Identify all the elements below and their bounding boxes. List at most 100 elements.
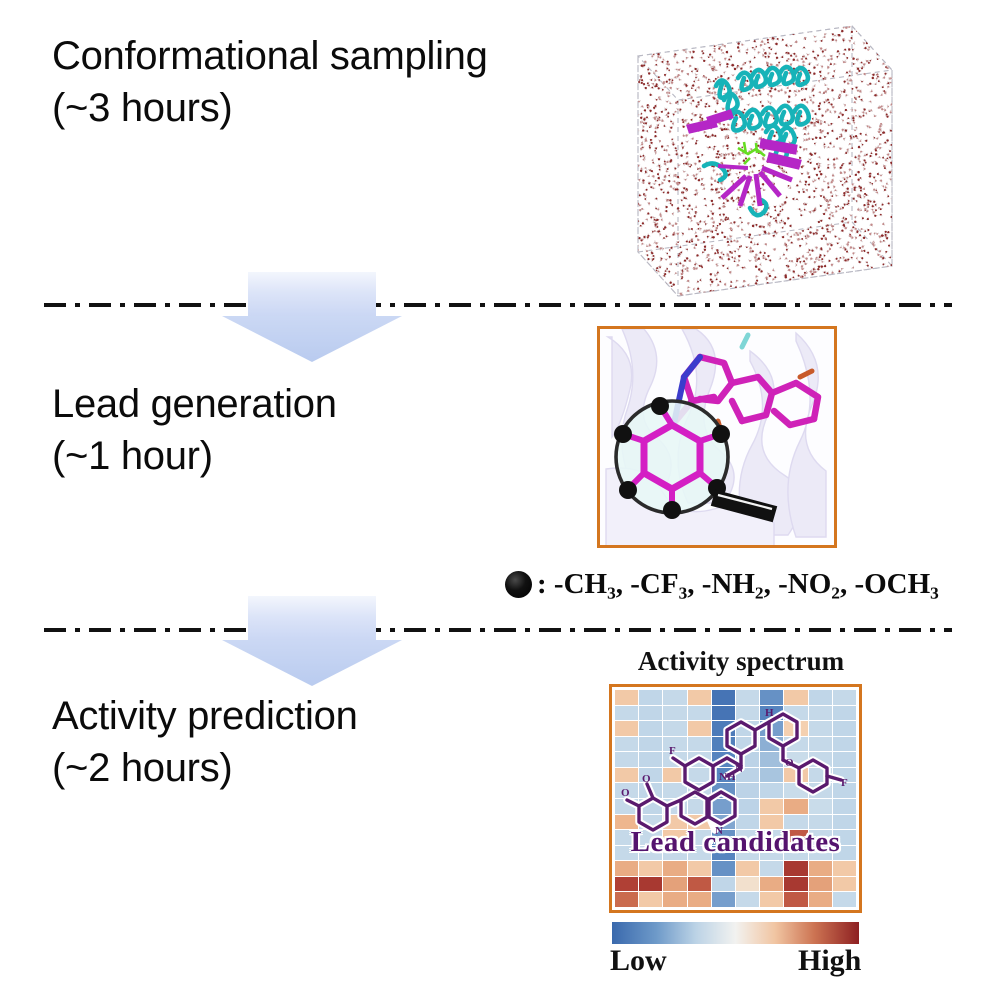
heatmap-cell xyxy=(736,845,760,861)
heatmap-cell xyxy=(711,705,735,721)
heatmap-cell xyxy=(615,876,639,892)
heatmap-cell xyxy=(711,892,735,907)
stage-label-lead-generation: Lead generation (~1 hour) xyxy=(52,382,337,478)
heatmap-cell xyxy=(639,845,663,861)
molecular-dynamics-box-panel xyxy=(620,8,910,298)
heatmap-cell xyxy=(687,798,711,814)
heatmap-cell xyxy=(687,861,711,876)
heatmap-cell xyxy=(615,861,639,876)
activity-heatmap-frame xyxy=(609,684,862,913)
heatmap-cell xyxy=(687,876,711,892)
heatmap-cell xyxy=(639,892,663,907)
heatmap-cell xyxy=(639,830,663,845)
heatmap-cell xyxy=(711,830,735,845)
heatmap-cell xyxy=(663,736,687,752)
arrow-head xyxy=(222,640,402,686)
heatmap-cell xyxy=(808,690,832,705)
heatmap-cell xyxy=(832,814,856,830)
arrow-shaft xyxy=(248,272,376,318)
heatmap-cell xyxy=(784,736,808,752)
heatmap-cell xyxy=(784,830,808,845)
heatmap-cell xyxy=(663,830,687,845)
heatmap-cell xyxy=(663,783,687,798)
heatmap-cell xyxy=(808,845,832,861)
colorbar-high-label: High xyxy=(798,944,862,977)
heatmap-cell xyxy=(832,705,856,721)
activity-heatmap-grid xyxy=(615,690,856,907)
heatmap-cell xyxy=(711,690,735,705)
heatmap-cell xyxy=(832,861,856,876)
arrow-shaft xyxy=(248,596,376,642)
heatmap-cell xyxy=(808,892,832,907)
md-simulation-svg xyxy=(636,25,894,297)
heatmap-cell xyxy=(639,861,663,876)
stage-label-conformational-sampling: Conformational sampling (~3 hours) xyxy=(52,34,488,130)
heatmap-cell xyxy=(736,861,760,876)
water-molecules xyxy=(638,26,892,296)
heatmap-cell xyxy=(639,690,663,705)
heatmap-cell xyxy=(760,861,784,876)
workflow-arrow-2 xyxy=(222,596,402,686)
heatmap-cell xyxy=(760,705,784,721)
lead-generation-panel xyxy=(597,326,837,548)
heatmap-cell xyxy=(760,783,784,798)
heatmap-cell xyxy=(832,892,856,907)
heatmap-cell xyxy=(687,767,711,783)
activity-spectrum-title: Activity spectrum xyxy=(637,646,845,676)
heatmap-cell xyxy=(687,783,711,798)
heatmap-cell xyxy=(711,721,735,736)
beta-sheets xyxy=(686,109,802,207)
divider-line-2 xyxy=(44,628,952,632)
heatmap-cell xyxy=(711,783,735,798)
magnifier-handle xyxy=(710,489,778,523)
heatmap-cell xyxy=(639,736,663,752)
heatmap-cell xyxy=(784,845,808,861)
substituent-legend: : -CH₃, -CF₃, -NH₂, -NO₂, -OCH₃ xyxy=(505,568,939,601)
heatmap-cell xyxy=(808,752,832,767)
heatmap-cell xyxy=(784,752,808,767)
heatmap-cell xyxy=(639,705,663,721)
heatmap-cell xyxy=(760,798,784,814)
heatmap-cell xyxy=(615,830,639,845)
heatmap-cell xyxy=(687,830,711,845)
heatmap-cell xyxy=(687,690,711,705)
heatmap-cell xyxy=(639,798,663,814)
filled-circle-icon xyxy=(505,571,532,598)
heatmap-cell xyxy=(784,690,808,705)
heatmap-cell xyxy=(760,736,784,752)
heatmap-cell xyxy=(784,705,808,721)
heatmap-cell xyxy=(687,845,711,861)
heatmap-cell xyxy=(808,736,832,752)
heatmap-cell xyxy=(687,736,711,752)
heatmap-cell xyxy=(615,798,639,814)
heatmap-cell xyxy=(711,798,735,814)
heatmap-cell xyxy=(663,752,687,767)
heatmap-cell xyxy=(736,752,760,767)
heatmap-cell xyxy=(760,690,784,705)
magnifier-lens xyxy=(614,397,778,523)
heatmap-cell xyxy=(639,721,663,736)
heatmap-cell xyxy=(832,783,856,798)
heatmap-cell xyxy=(639,767,663,783)
heatmap-cell xyxy=(736,892,760,907)
heatmap-cell xyxy=(687,705,711,721)
heatmap-cell xyxy=(615,752,639,767)
heatmap-cell xyxy=(808,830,832,845)
heatmap-cell xyxy=(639,752,663,767)
heatmap-cell xyxy=(808,705,832,721)
arrow-head xyxy=(222,316,402,362)
heatmap-cell xyxy=(736,830,760,845)
heatmap-cell xyxy=(832,798,856,814)
heatmap-cell xyxy=(615,767,639,783)
heatmap-cell xyxy=(663,798,687,814)
heatmap-cell xyxy=(615,721,639,736)
heatmap-cell xyxy=(760,767,784,783)
heatmap-cell xyxy=(736,767,760,783)
heatmap-cell xyxy=(711,861,735,876)
heatmap-cell xyxy=(663,767,687,783)
heatmap-cell xyxy=(760,876,784,892)
simulation-cell-wireframe xyxy=(636,25,894,297)
heatmap-cell xyxy=(663,690,687,705)
heatmap-cell xyxy=(832,845,856,861)
heatmap-cell xyxy=(760,892,784,907)
